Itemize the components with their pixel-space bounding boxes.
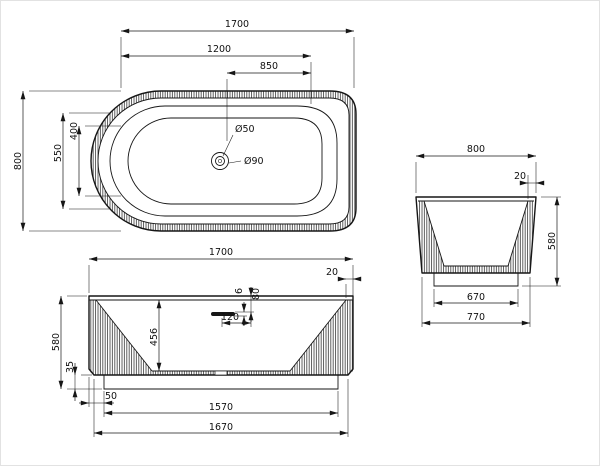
overflow-slot: [211, 312, 235, 316]
dim-shell-length: 1670: [209, 422, 233, 433]
dim-overflow-drop: 80: [251, 288, 262, 300]
end-view-geometry: [415, 196, 537, 287]
front-basin-right-slant: [289, 299, 347, 372]
dim-top-length-right: 850: [260, 61, 278, 72]
dim-front-height-overall: 580: [51, 333, 62, 351]
dim-inner-depth: 456: [149, 328, 160, 346]
front-view: 1700 20 80 6 120 456: [51, 247, 362, 437]
dim-end-rim-edge: 20: [514, 171, 526, 182]
dim-base-inset: 50: [105, 391, 117, 402]
front-view-dimensions: 1700 20 80 6 120 456: [51, 247, 362, 437]
front-left-flute-panel: [89, 300, 152, 371]
dim-base-length: 1570: [209, 402, 233, 413]
dim-base-height: 35: [65, 361, 76, 373]
end-view: 800 20 580 670 770: [415, 144, 561, 327]
dim-top-width-center: 400: [69, 122, 80, 140]
dim-front-rim-edge: 20: [326, 267, 338, 278]
front-base-plinth: [103, 374, 339, 390]
front-view-geometry: [88, 295, 354, 390]
end-bottom-band: [421, 266, 531, 273]
label-drain-small: Ø50: [235, 124, 255, 135]
front-drain-mark: [214, 370, 228, 376]
tub-rim-inner-outline: [97, 97, 350, 225]
end-left-flute-panel: [418, 201, 444, 266]
tub-outer-outline: [90, 90, 357, 232]
dim-front-length-overall: 1700: [209, 247, 233, 258]
dim-top-width-inner: 550: [53, 144, 64, 162]
dim-shell-width: 770: [467, 312, 485, 323]
end-basin-right-slant: [507, 200, 529, 267]
rim-flute-band: [91, 91, 356, 231]
drain-waste-circle: [215, 156, 225, 166]
end-view-dimensions: 800 20 580 670 770: [415, 144, 561, 327]
end-basin-left-slant: [423, 200, 445, 267]
dim-end-height-overall: 580: [547, 232, 558, 250]
front-basin-left-slant: [95, 299, 153, 372]
basin-top-edge: [109, 105, 338, 217]
top-view-dimensions: 1700 1200 850 800 550 400: [13, 19, 355, 232]
label-drain-large: Ø90: [244, 156, 264, 167]
end-base-plinth: [433, 272, 519, 287]
drain-center: [218, 159, 222, 163]
dim-end-width-overall: 800: [467, 144, 485, 155]
dim-overflow-offset: 120: [221, 312, 239, 323]
top-view-geometry: [90, 90, 357, 232]
front-right-flute-panel: [290, 300, 353, 371]
basin-bottom-edge: [127, 117, 323, 205]
dim-base-width: 670: [467, 292, 485, 303]
dim-top-length-overall: 1700: [225, 19, 249, 30]
dim-top-width-overall: 800: [13, 152, 24, 170]
end-shell-outline: [415, 196, 537, 274]
end-right-flute-panel: [508, 201, 534, 266]
drain-flange-circle: [211, 152, 229, 170]
dim-overflow-slot: 6: [234, 288, 245, 294]
dim-top-length-inner: 1200: [207, 44, 231, 55]
top-view: 1700 1200 850 800 550 400: [13, 19, 357, 232]
